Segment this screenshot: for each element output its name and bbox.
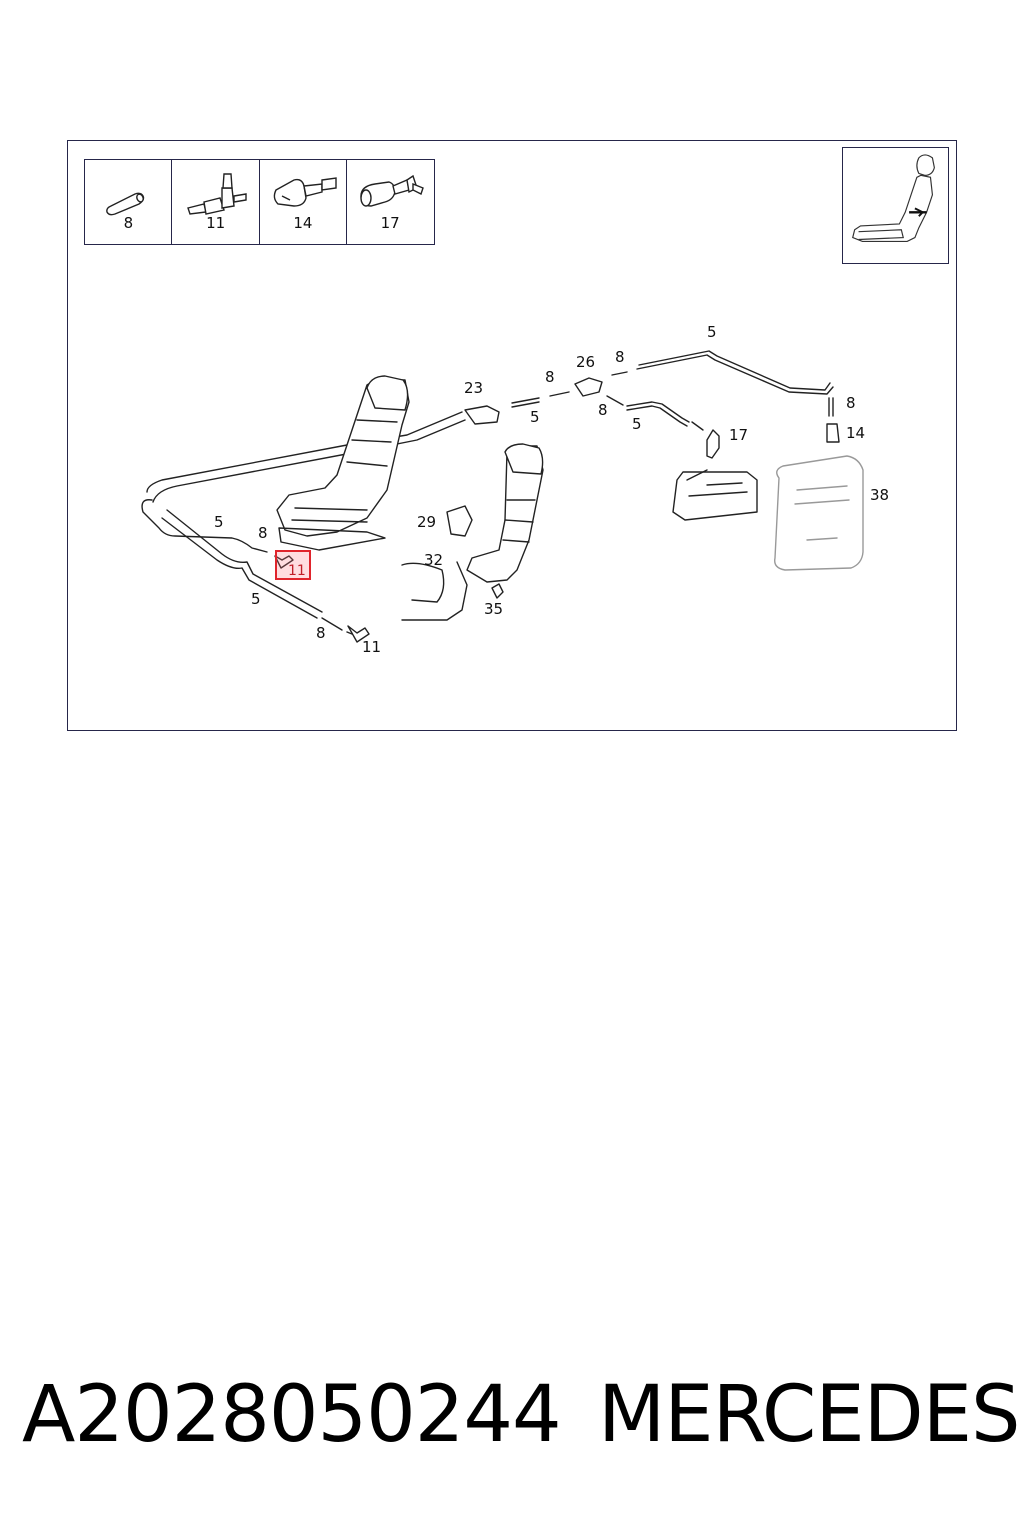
callout-11: 11 — [362, 638, 382, 656]
cable-32 — [401, 561, 468, 621]
footer: A2028050244 MERCEDES — [0, 1370, 1024, 1480]
hose-line — [549, 391, 570, 397]
seat-front-headrest — [366, 375, 409, 411]
fitting-23 — [464, 405, 500, 425]
seat-thumbnail[interactable] — [842, 147, 949, 264]
part-17 — [706, 429, 720, 459]
legend-number: 8 — [123, 214, 134, 232]
part-14 — [826, 423, 840, 443]
hose-line — [636, 354, 834, 395]
callout-32: 32 — [424, 551, 444, 569]
highlight-label: 11 — [288, 563, 306, 579]
angled-connector-icon — [360, 174, 424, 207]
part-29 — [446, 505, 473, 537]
brand-name: MERCEDES — [598, 1370, 1020, 1460]
part-legend: 8 11 14 — [84, 159, 439, 245]
inline-valve-icon — [273, 177, 337, 207]
hose-line — [626, 401, 690, 423]
legend-number: 14 — [293, 214, 313, 232]
seat-rear-headrest — [504, 443, 544, 475]
hose-line — [141, 499, 268, 553]
pneumatic-lumbar-diagram — [141, 350, 864, 643]
hose-line — [321, 617, 343, 631]
callout-5: 5 — [214, 513, 224, 531]
hose-line — [511, 397, 540, 404]
callout-5: 5 — [632, 415, 642, 433]
hose-line — [691, 421, 704, 431]
pump-detail — [686, 469, 748, 497]
callout-8: 8 — [316, 624, 326, 642]
legend-cell-8[interactable]: 8 — [84, 159, 173, 245]
callout-8: 8 — [846, 394, 856, 412]
hose-line — [146, 411, 463, 493]
callout-8: 8 — [598, 401, 608, 419]
callout-23: 23 — [464, 379, 484, 397]
hose-line — [152, 419, 466, 503]
hose-line — [166, 509, 323, 613]
module-38 — [774, 455, 864, 571]
hose-line — [611, 371, 628, 376]
callout-8: 8 — [545, 368, 555, 386]
legend-cell-14[interactable]: 14 — [258, 159, 348, 245]
callout-35: 35 — [484, 600, 504, 618]
seat-rear-detail — [502, 499, 536, 543]
legend-cell-11[interactable]: 11 — [171, 159, 260, 245]
legend-number: 17 — [380, 214, 400, 232]
fitting-11-left — [274, 555, 294, 569]
fitting-11-bottom — [347, 625, 370, 643]
seat-front-detail — [291, 419, 398, 523]
hose-line — [161, 517, 318, 619]
hose-line — [511, 401, 540, 408]
part-number: A2028050244 — [22, 1370, 562, 1460]
part-35 — [491, 583, 504, 599]
callout-29: 29 — [417, 513, 437, 531]
legend-cell-17[interactable]: 17 — [345, 159, 435, 245]
cable-32b — [401, 562, 445, 603]
hose-line — [638, 350, 831, 391]
callout-5: 5 — [530, 408, 540, 426]
legend-number: 11 — [206, 214, 226, 232]
elbow-valve-icon — [187, 173, 247, 215]
callout-5: 5 — [251, 590, 261, 608]
pump-unit — [672, 471, 758, 521]
callout-5: 5 — [707, 323, 717, 341]
callout-26: 26 — [576, 353, 596, 371]
seat-lumbar-icon — [852, 154, 935, 243]
callout-14: 14 — [846, 424, 866, 442]
seat-front-rail — [278, 527, 386, 551]
callout-8: 8 — [615, 348, 625, 366]
callout-38: 38 — [870, 486, 890, 504]
hose-line — [626, 405, 688, 427]
callout-17: 17 — [729, 426, 749, 444]
fitting-26 — [574, 377, 603, 397]
module-38-detail — [794, 485, 850, 541]
callout-8: 8 — [258, 524, 268, 542]
hose-line — [606, 395, 624, 406]
hose-connector-icon — [106, 192, 145, 216]
highlighted-part-11[interactable] — [275, 550, 311, 580]
